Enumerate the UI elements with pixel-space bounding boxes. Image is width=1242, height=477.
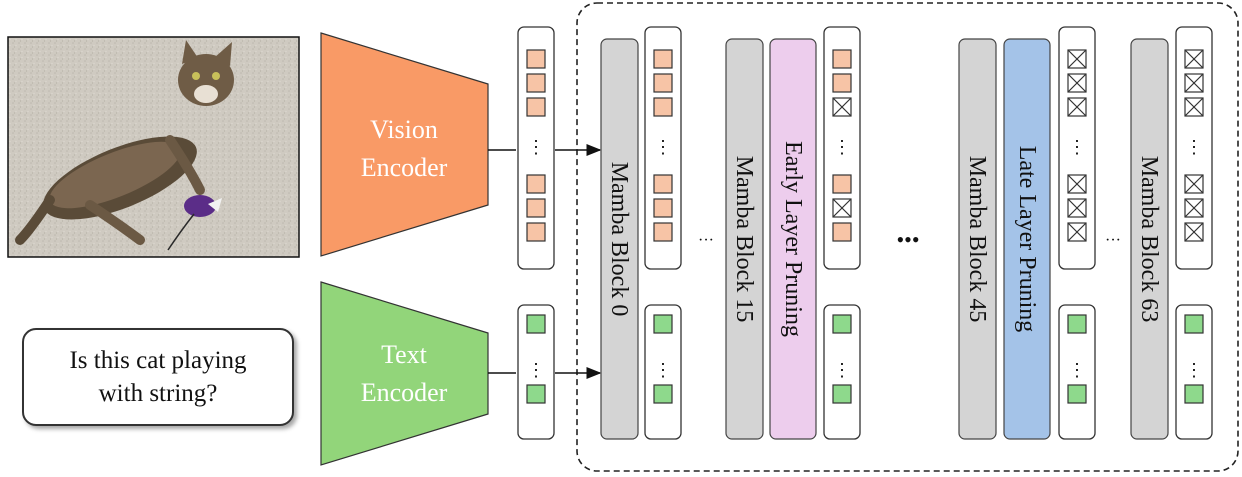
after-early-pruning-text-token: ⋮ — [833, 360, 851, 380]
output-text-tokens — [1175, 304, 1213, 440]
after-block-0-vision-token — [653, 222, 673, 242]
after-block-0-vision-token — [653, 73, 673, 93]
input-vision-token — [526, 198, 546, 218]
output-vision-token — [1184, 49, 1204, 69]
after-block-0-text-token — [653, 384, 673, 404]
mamba-block-0: Mamba Block 0 — [600, 38, 639, 440]
svg-text:⋮: ⋮ — [833, 360, 851, 380]
late-layer-pruning-label: Late Layer Pruning — [1014, 146, 1040, 333]
svg-text:⋮: ⋮ — [1068, 360, 1086, 380]
after-late-pruning-vision-token — [1067, 49, 1087, 69]
output-vision-token — [1184, 198, 1204, 218]
after-block-0-vision-token — [653, 49, 673, 69]
output-vision-token — [1184, 222, 1204, 242]
output-text-token — [1184, 384, 1204, 404]
after-late-pruning-vision-token — [1067, 73, 1087, 93]
output-text-token — [1184, 314, 1204, 334]
mamba-block-15-label: Mamba Block 15 — [731, 156, 757, 323]
vision-encoder-label-1: Vision — [370, 115, 438, 144]
mamba-block-63-label: Mamba Block 63 — [1136, 156, 1162, 323]
after-late-pruning-vision-token — [1067, 174, 1087, 194]
svg-text:⋮: ⋮ — [527, 137, 545, 157]
text-encoder-label-2: Encoder — [361, 378, 448, 407]
after-block-0-vision-token: ⋮ — [654, 137, 672, 157]
text-encoder-label-1: Text — [381, 340, 428, 369]
input-text-token — [526, 384, 546, 404]
after-block-0-text-token — [653, 314, 673, 334]
after-early-pruning-text-tokens — [823, 304, 861, 440]
question-box: Is this cat playing with string? — [22, 328, 294, 426]
after-late-pruning-vision-token: ⋮ — [1068, 137, 1086, 157]
input-vision-token — [526, 73, 546, 93]
after-block-0-vision-token — [653, 97, 673, 117]
after-late-pruning-text-token — [1067, 384, 1087, 404]
output-vision-token — [1184, 73, 1204, 93]
after-early-pruning-vision-token — [832, 174, 852, 194]
text-encoder: Text Encoder — [320, 281, 489, 466]
vision-encoder-label-2: Encoder — [361, 153, 448, 182]
mamba-block-63: Mamba Block 63 — [1130, 38, 1169, 440]
after-block-0-text-tokens — [644, 304, 682, 440]
svg-text:⋮: ⋮ — [1185, 137, 1203, 157]
ellipsis-2: ••• — [896, 227, 919, 252]
output-vision-token: ⋮ — [1185, 137, 1203, 157]
after-early-pruning-vision-token — [832, 198, 852, 218]
after-early-pruning-vision-token — [832, 97, 852, 117]
svg-text:⋮: ⋮ — [1185, 360, 1203, 380]
mamba-block-15: Mamba Block 15 — [725, 38, 764, 440]
mamba-block-45-label: Mamba Block 45 — [964, 156, 990, 323]
svg-text:⋮: ⋮ — [654, 137, 672, 157]
after-block-0-vision-token — [653, 198, 673, 218]
after-late-pruning-vision-token — [1067, 97, 1087, 117]
input-vision-token — [526, 97, 546, 117]
after-late-pruning-text-tokens — [1058, 304, 1096, 440]
question-text: Is this cat playing with string? — [69, 347, 247, 407]
mamba-block-0-label: Mamba Block 0 — [606, 162, 632, 317]
output-vision-token — [1184, 174, 1204, 194]
late-layer-pruning: Late Layer Pruning — [1003, 38, 1051, 440]
input-text-token — [526, 314, 546, 334]
output-vision-token — [1184, 97, 1204, 117]
svg-text:⋮: ⋮ — [527, 360, 545, 380]
after-early-pruning-vision-token — [832, 49, 852, 69]
early-layer-pruning: Early Layer Pruning — [769, 38, 817, 440]
after-early-pruning-vision-token: ⋮ — [833, 137, 851, 157]
after-late-pruning-vision-token — [1067, 198, 1087, 218]
ellipsis-1: ··· — [698, 232, 714, 249]
input-vision-token: ⋮ — [527, 137, 545, 157]
ellipsis-3: ··· — [1105, 232, 1121, 249]
input-vision-token — [526, 174, 546, 194]
vision-encoder: Vision Encoder — [320, 32, 489, 257]
svg-text:⋮: ⋮ — [654, 360, 672, 380]
model-boundary — [576, 2, 1239, 472]
after-early-pruning-vision-token — [832, 222, 852, 242]
output-text-token: ⋮ — [1185, 360, 1203, 380]
input-text-token: ⋮ — [527, 360, 545, 380]
after-early-pruning-text-token — [832, 384, 852, 404]
input-vision-token — [526, 49, 546, 69]
after-early-pruning-text-token — [832, 314, 852, 334]
svg-text:⋮: ⋮ — [1068, 137, 1086, 157]
svg-text:⋮: ⋮ — [833, 137, 851, 157]
after-late-pruning-text-token — [1067, 314, 1087, 334]
input-text-tokens — [517, 304, 555, 440]
mamba-block-45: Mamba Block 45 — [958, 38, 997, 440]
after-late-pruning-vision-token — [1067, 222, 1087, 242]
cat-image — [7, 36, 300, 258]
after-block-0-vision-token — [653, 174, 673, 194]
after-late-pruning-text-token: ⋮ — [1068, 360, 1086, 380]
input-vision-token — [526, 222, 546, 242]
after-block-0-text-token: ⋮ — [654, 360, 672, 380]
after-early-pruning-vision-token — [832, 73, 852, 93]
early-layer-pruning-label: Early Layer Pruning — [780, 141, 806, 337]
